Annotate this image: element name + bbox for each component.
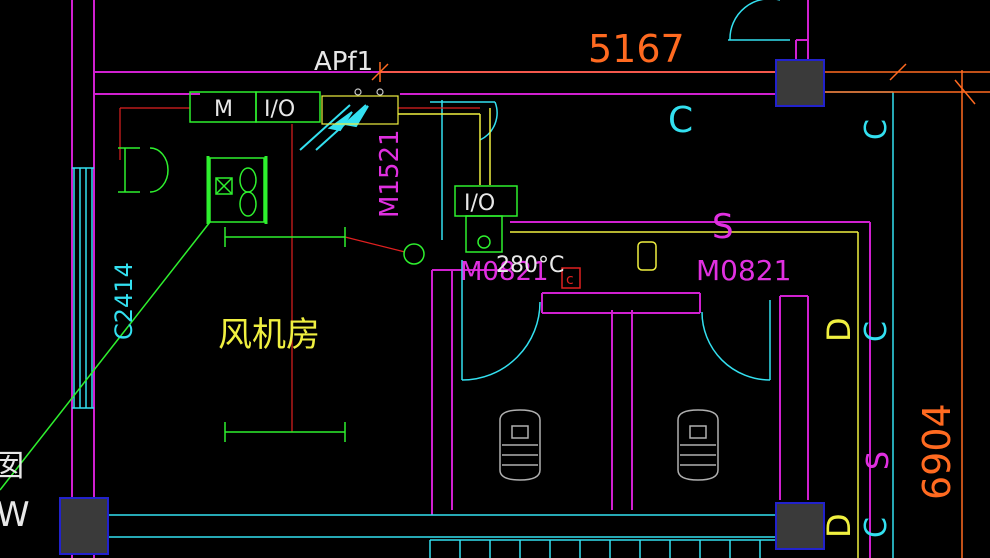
toilet-right	[677, 409, 719, 481]
small-c-label: c	[566, 272, 574, 288]
dimension-right: 6904	[915, 403, 959, 500]
column-bottom-right	[775, 502, 825, 550]
red-wiring	[119, 107, 480, 432]
box-io-center-label: I/O	[464, 191, 495, 216]
box-m-label: M	[214, 97, 233, 122]
toilet-fixtures	[499, 409, 719, 481]
edge-w: W	[0, 495, 30, 535]
toilet-left	[499, 409, 541, 481]
dimension-top: 5167	[588, 27, 685, 71]
yellow-lines	[398, 108, 859, 558]
dimension-lines	[371, 62, 990, 558]
letter-c-bottom: C	[859, 517, 894, 538]
column-top-right	[775, 59, 825, 107]
wall-lines	[71, 0, 871, 558]
column-bottom-left	[59, 497, 109, 555]
letter-d-right: D	[820, 317, 858, 342]
edge-char: 囡	[0, 449, 24, 484]
door-c2414: C2414	[110, 262, 138, 340]
letter-d-bottom: D	[820, 513, 858, 538]
small-c-box	[561, 267, 581, 289]
letter-s-top: S	[712, 207, 734, 247]
damper-box	[321, 88, 399, 125]
cyan-outlines	[72, 0, 894, 558]
letter-c-right-top: C	[859, 119, 894, 140]
temperature-label: 280°C	[496, 253, 564, 278]
door-m0821-right: M0821	[696, 254, 791, 287]
letter-s-right: S	[861, 451, 896, 470]
letter-c-center: C	[668, 100, 693, 141]
damper-symbol	[299, 104, 369, 151]
door-m0821-left: M0821	[460, 257, 549, 287]
fan-equipment	[0, 91, 518, 491]
letter-c-right-mid: C	[859, 321, 894, 342]
box-io-left-label: I/O	[264, 97, 295, 122]
panel-name: APf1	[314, 47, 373, 77]
room-name: 风机房	[218, 315, 320, 355]
structural-columns	[59, 59, 825, 555]
door-m1521: M1521	[375, 129, 405, 218]
